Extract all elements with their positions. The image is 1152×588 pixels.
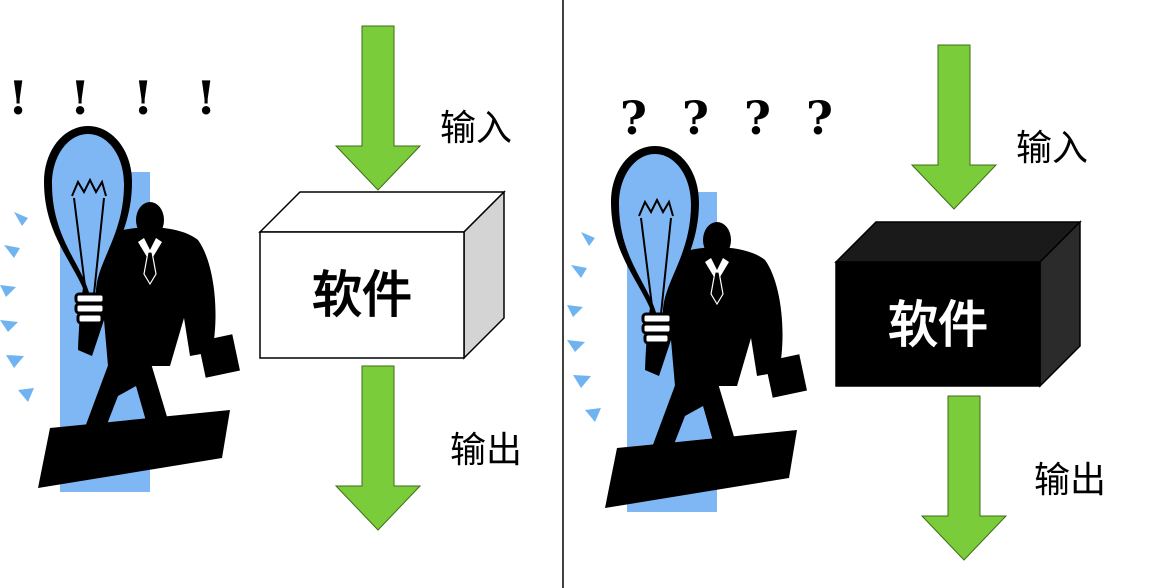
question-mark: ?	[744, 91, 771, 145]
left-input-label: 输入	[440, 108, 512, 149]
right-output-label: 输出	[1034, 460, 1106, 501]
left-exclamation-marks: ! ! ! !	[8, 71, 216, 125]
right-input-label: 输入	[1016, 128, 1088, 169]
left-box-label: 软件	[312, 266, 412, 324]
right-panel: ? ? ? ? 输入 软件 输出	[565, 44, 1106, 561]
right-question-marks: ? ? ? ?	[620, 91, 833, 145]
question-mark: ?	[620, 91, 647, 145]
right-person-lightbulb-icon	[565, 144, 811, 514]
exclamation-mark: !	[133, 71, 153, 125]
exclamation-mark: !	[70, 71, 90, 125]
left-software-box: 软件	[258, 190, 506, 360]
left-output-arrow	[335, 365, 421, 531]
left-output-label: 输出	[450, 430, 522, 471]
right-box-label: 软件	[888, 296, 988, 354]
question-mark: ?	[682, 91, 709, 145]
question-mark: ?	[806, 91, 833, 145]
left-person-lightbulb-icon	[0, 124, 244, 494]
left-input-arrow	[335, 25, 421, 191]
right-output-arrow	[921, 395, 1007, 561]
right-software-box: 软件	[834, 220, 1082, 388]
exclamation-mark: !	[8, 71, 28, 125]
left-panel: ! ! ! ! 输入 软件 输出	[0, 25, 522, 531]
right-input-arrow	[911, 44, 997, 210]
exclamation-mark: !	[196, 71, 216, 125]
